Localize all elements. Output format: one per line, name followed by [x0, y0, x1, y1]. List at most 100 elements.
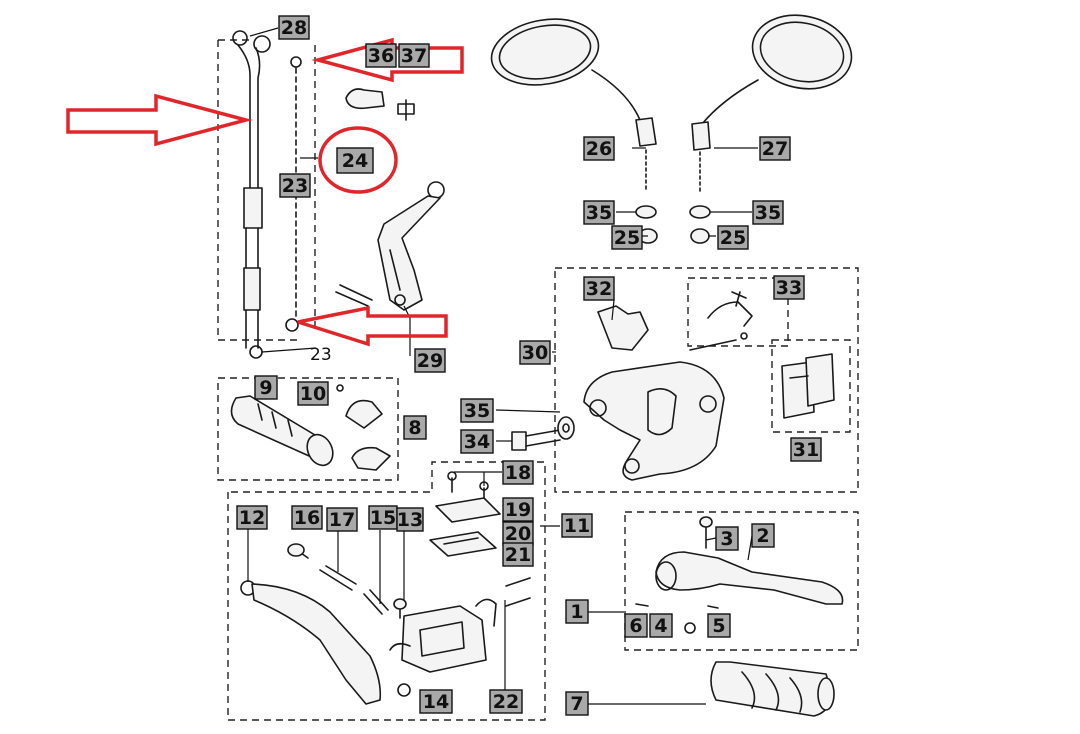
callout-15: 15 — [368, 505, 398, 530]
svg-text:35: 35 — [464, 400, 490, 422]
svg-text:7: 7 — [570, 693, 583, 715]
callout-26: 26 — [583, 136, 615, 161]
master-cylinder-drawing — [389, 471, 531, 697]
callout-36: 36 — [365, 43, 397, 68]
svg-text:36: 36 — [368, 45, 394, 67]
callout-29: 29 — [414, 348, 446, 373]
group-bracket-boundary — [687, 277, 789, 347]
callout-31: 31 — [790, 437, 822, 462]
svg-text:13: 13 — [397, 509, 423, 531]
callout-20: 20 — [502, 521, 534, 546]
clamp-36-37-drawing — [345, 88, 415, 121]
callout-24: 24 — [336, 147, 374, 174]
callout-33: 33 — [773, 275, 805, 300]
callout-12: 12 — [236, 505, 268, 530]
svg-text:1: 1 — [570, 601, 583, 623]
svg-text:2: 2 — [756, 525, 769, 547]
svg-text:17: 17 — [329, 509, 355, 531]
group-master-cylinder-boundary — [227, 461, 546, 721]
callout-19: 19 — [502, 497, 534, 522]
callout-32: 32 — [583, 276, 615, 301]
svg-text:21: 21 — [505, 544, 531, 566]
group-lever-boundary — [624, 511, 859, 651]
group-caliper-boundary — [554, 267, 859, 493]
svg-text:10: 10 — [300, 383, 326, 405]
callout-35-right: 35 — [752, 200, 784, 225]
group-boundaries — [217, 39, 859, 721]
callout-7: 7 — [565, 691, 589, 716]
callout-labels: 28 36 37 24 23 23 29 26 27 35 35 25 25 3… — [236, 15, 822, 716]
callout-34: 34 — [460, 429, 494, 454]
svg-text:20: 20 — [505, 523, 531, 545]
red-arrow-bottom — [297, 305, 448, 347]
svg-text:28: 28 — [281, 17, 307, 39]
callout-30: 30 — [519, 340, 551, 365]
svg-text:31: 31 — [793, 439, 819, 461]
callout-25-left: 25 — [611, 225, 643, 250]
red-arrow-left — [66, 93, 253, 147]
front-lever-drawing — [240, 543, 407, 705]
callout-21: 21 — [502, 542, 534, 567]
svg-text:11: 11 — [564, 515, 590, 537]
svg-text:27: 27 — [762, 138, 788, 160]
callout-25-right: 25 — [717, 225, 749, 250]
mirror-left-drawing — [490, 18, 658, 244]
svg-text:23: 23 — [282, 175, 308, 197]
callout-17: 17 — [326, 507, 358, 532]
leader-lines — [247, 27, 758, 705]
callout-27: 27 — [759, 136, 791, 161]
svg-text:29: 29 — [417, 350, 443, 372]
callout-4: 4 — [649, 613, 673, 638]
callout-16: 16 — [291, 505, 323, 530]
grip-7-drawing — [710, 661, 835, 717]
svg-text:34: 34 — [464, 431, 490, 453]
bolt-34-drawing — [511, 416, 575, 451]
svg-text:32: 32 — [586, 278, 612, 300]
svg-text:35: 35 — [586, 202, 612, 224]
callout-22: 22 — [489, 689, 523, 714]
red-arrow-top — [311, 37, 464, 83]
svg-text:22: 22 — [493, 691, 519, 713]
svg-text:35: 35 — [755, 202, 781, 224]
svg-text:26: 26 — [586, 138, 612, 160]
callout-23: 23 — [279, 173, 311, 198]
callout-2: 2 — [751, 523, 775, 548]
svg-text:15: 15 — [370, 507, 396, 529]
caliper-drawing — [583, 305, 725, 481]
svg-text:16: 16 — [294, 507, 320, 529]
svg-text:18: 18 — [505, 462, 531, 484]
svg-text:30: 30 — [522, 342, 548, 364]
callout-9: 9 — [254, 375, 278, 400]
callout-23-plain: 23 — [310, 345, 332, 365]
group-pads-boundary — [771, 339, 851, 433]
callout-18: 18 — [502, 460, 534, 485]
callout-37: 37 — [398, 43, 430, 68]
brake-pads-drawing — [781, 353, 835, 419]
red-circle-highlight — [318, 126, 398, 194]
grip-drawing — [230, 384, 391, 471]
callout-35-center: 35 — [460, 398, 494, 423]
svg-text:37: 37 — [401, 45, 427, 67]
svg-text:8: 8 — [408, 417, 421, 439]
callout-11: 11 — [561, 513, 593, 538]
svg-text:6: 6 — [629, 615, 642, 637]
svg-text:24: 24 — [342, 150, 368, 172]
callout-13: 13 — [396, 507, 424, 532]
callout-35-left: 35 — [583, 200, 615, 225]
svg-text:33: 33 — [776, 277, 802, 299]
callout-10: 10 — [297, 381, 329, 406]
group-grip-boundary — [217, 377, 399, 481]
callout-14: 14 — [419, 689, 453, 714]
svg-text:19: 19 — [505, 499, 531, 521]
svg-text:5: 5 — [712, 615, 725, 637]
callout-28: 28 — [278, 15, 310, 40]
svg-text:14: 14 — [423, 691, 449, 713]
bracket-29-drawing — [335, 181, 445, 311]
svg-text:25: 25 — [720, 227, 746, 249]
svg-text:9: 9 — [259, 377, 272, 399]
callout-5: 5 — [707, 613, 731, 638]
rear-lever-drawing — [635, 516, 844, 634]
callout-3: 3 — [715, 526, 739, 551]
bracket-33-drawing — [689, 291, 753, 351]
svg-text:25: 25 — [614, 227, 640, 249]
